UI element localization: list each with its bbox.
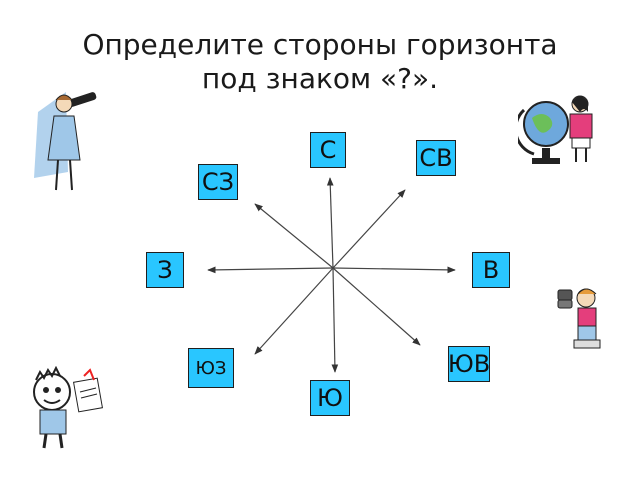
- arrow-north: [326, 177, 334, 269]
- arrow-south: [331, 267, 339, 373]
- arrow-northeast: [332, 189, 406, 269]
- title-line-2: под знаком «?».: [201, 62, 439, 95]
- binoculars-girl-icon: [557, 288, 601, 349]
- direction-west[interactable]: З: [146, 252, 184, 288]
- direction-east[interactable]: В: [472, 252, 510, 288]
- arrow-east: [332, 266, 456, 274]
- direction-northwest[interactable]: СЗ: [198, 164, 238, 200]
- direction-north[interactable]: С: [310, 132, 346, 168]
- direction-southeast[interactable]: ЮВ: [448, 346, 490, 382]
- direction-northeast[interactable]: СВ: [416, 140, 456, 176]
- globe-girl-icon: [518, 95, 593, 164]
- boy-with-paper-icon: [33, 366, 104, 449]
- arrow-southeast: [332, 267, 421, 346]
- arrow-southwest: [254, 267, 334, 355]
- title-line-1: Определите стороны горизонта: [82, 28, 558, 61]
- arrow-northwest: [254, 203, 334, 269]
- page-title: Определите стороны горизонта под знаком …: [0, 28, 640, 96]
- telescope-girl-icon: [34, 92, 97, 191]
- direction-south[interactable]: Ю: [310, 380, 350, 416]
- arrow-west: [207, 266, 334, 274]
- direction-southwest[interactable]: ЮЗ: [188, 348, 234, 388]
